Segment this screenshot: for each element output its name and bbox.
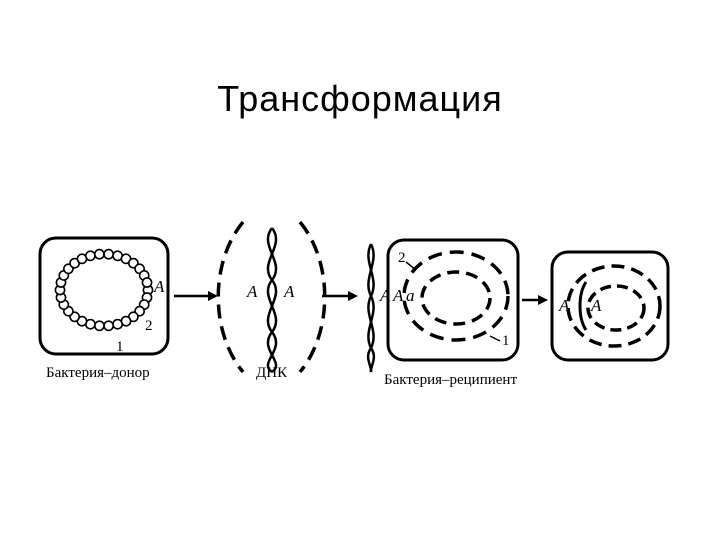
recipient-inner-chromosome bbox=[422, 272, 490, 324]
chromosome-bead bbox=[104, 250, 113, 259]
chromosome-bead bbox=[86, 251, 95, 260]
donor-bacterium: A 2 1 Бактерия–донор bbox=[40, 238, 168, 381]
transformed-integrated-gene bbox=[580, 282, 586, 330]
recipient-marker-1: 1 bbox=[502, 333, 510, 349]
recipient-label-lower: a bbox=[406, 286, 415, 305]
dna-label-left: A bbox=[246, 282, 258, 301]
donor-marker-2: 2 bbox=[145, 318, 153, 334]
recipient-marker-2: 2 bbox=[398, 250, 406, 266]
chromosome-bead bbox=[142, 278, 151, 287]
donor-marker-1: 1 bbox=[116, 339, 124, 355]
dna-fragment: A A ДНК bbox=[218, 222, 325, 381]
recipient-label-upper: A bbox=[392, 286, 404, 305]
donor-caption: Бактерия–донор bbox=[46, 365, 150, 381]
transformed-bacterium: A A bbox=[552, 252, 668, 360]
recipient-caption: Бактерия–реципиент bbox=[384, 372, 517, 388]
transformed-outer-chromosome bbox=[568, 266, 660, 346]
dna-label-right: A bbox=[283, 282, 295, 301]
recipient-bacterium: A A a 2 1 Бактерия–реципиент bbox=[368, 240, 518, 388]
arrow-3 bbox=[522, 295, 548, 305]
chromosome-bead bbox=[95, 250, 104, 259]
chromosome-bead bbox=[113, 320, 122, 329]
recipient-marker-1-pointer bbox=[490, 336, 500, 341]
dna-left-arc bbox=[218, 222, 243, 372]
recipient-marker-2-pointer bbox=[406, 262, 416, 270]
transformed-cell-wall bbox=[552, 252, 668, 360]
chromosome-bead bbox=[104, 321, 113, 330]
recipient-fragment-label: A bbox=[379, 286, 391, 305]
transformed-label-left: A bbox=[558, 296, 570, 315]
recipient-outer-chromosome bbox=[404, 252, 508, 340]
dna-right-arc bbox=[300, 222, 325, 372]
chromosome-bead bbox=[95, 321, 104, 330]
transformed-label-inner: A bbox=[590, 296, 602, 315]
arrow-2 bbox=[322, 291, 358, 301]
donor-gene-label: A bbox=[153, 277, 165, 296]
dna-caption: ДНК bbox=[256, 365, 288, 381]
donor-chromosome bbox=[55, 250, 152, 331]
arrow-1 bbox=[174, 291, 218, 301]
